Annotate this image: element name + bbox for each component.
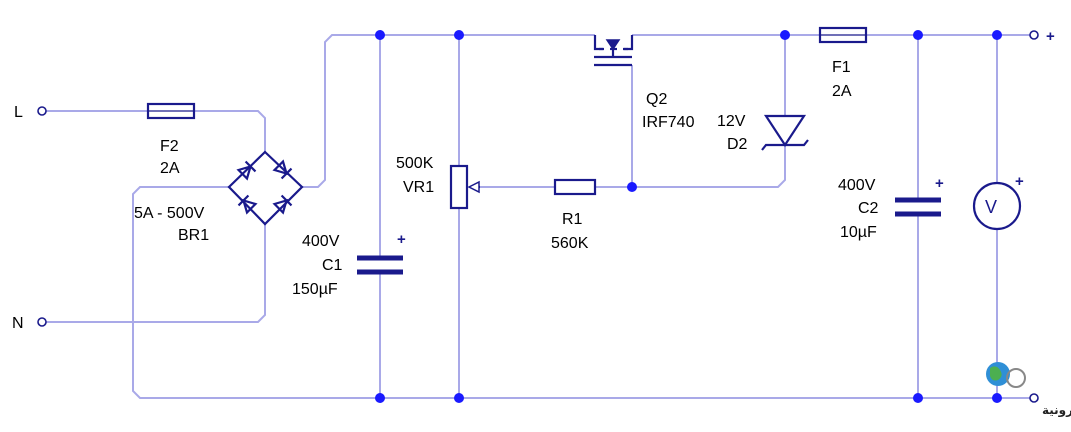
fuse-f1: F1 2A (818, 26, 868, 100)
fuse-f2-name: F2 (160, 138, 179, 155)
capacitor-c1-polarity: + (397, 231, 406, 248)
potentiometer-vr1: 500K VR1 (396, 155, 480, 210)
capacitor-c1-voltage: 400V (302, 233, 340, 250)
terminal-output-positive: + (1029, 28, 1055, 45)
brand-logo: الغربية الالكترونية (986, 362, 1071, 418)
resistor-r1-value: 560K (551, 235, 589, 252)
voltmeter-symbol: V (985, 197, 997, 217)
capacitor-c2-value: 10µF (840, 224, 877, 241)
capacitor-c1-name: C1 (322, 257, 343, 274)
zener-diode-d2: 12V D2 (717, 113, 809, 153)
bridge-name: BR1 (178, 227, 209, 244)
resistor-r1: R1 560K (551, 178, 597, 252)
capacitor-c1: + 400V C1 150µF (292, 231, 406, 298)
mosfet-q2: Q2 IRF740 (593, 35, 695, 131)
voltmeter: V + (972, 173, 1024, 231)
bridge-rating: 5A - 500V (134, 205, 205, 222)
terminal-output-plus-label: + (1046, 28, 1055, 45)
zener-d2-name: D2 (727, 136, 748, 153)
terminal-neutral-label: N (12, 315, 24, 332)
capacitor-c2-polarity: + (935, 175, 944, 192)
wires (42, 34, 1030, 399)
bridge-rectifier-br1: 5A - 500V BR1 (134, 150, 304, 244)
resistor-r1-name: R1 (562, 211, 583, 228)
fuse-f1-rating: 2A (832, 83, 852, 100)
fuse-f2-rating: 2A (160, 160, 180, 177)
capacitor-c1-value: 150µF (292, 281, 338, 298)
terminal-neutral: N (12, 315, 47, 332)
capacitor-c2-voltage: 400V (838, 177, 876, 194)
terminal-live-label: L (14, 104, 23, 121)
potentiometer-vr1-value: 500K (396, 155, 434, 172)
mosfet-q2-part: IRF740 (642, 114, 695, 131)
fuse-f2: F2 2A (146, 102, 196, 177)
terminal-output-negative (1029, 393, 1039, 403)
capacitor-c2-name: C2 (858, 200, 879, 217)
brand-logo-text: الغربية الالكترونية (1042, 403, 1071, 418)
terminal-live: L (14, 104, 47, 121)
fuse-f1-name: F1 (832, 59, 851, 76)
potentiometer-vr1-name: VR1 (403, 179, 434, 196)
zener-d2-voltage: 12V (717, 113, 746, 130)
gear-icon (1006, 368, 1026, 388)
voltmeter-polarity: + (1015, 173, 1024, 190)
capacitor-c2: + 400V C2 10µF (838, 175, 944, 241)
mosfet-q2-name: Q2 (646, 91, 667, 108)
junctions (375, 30, 1002, 403)
